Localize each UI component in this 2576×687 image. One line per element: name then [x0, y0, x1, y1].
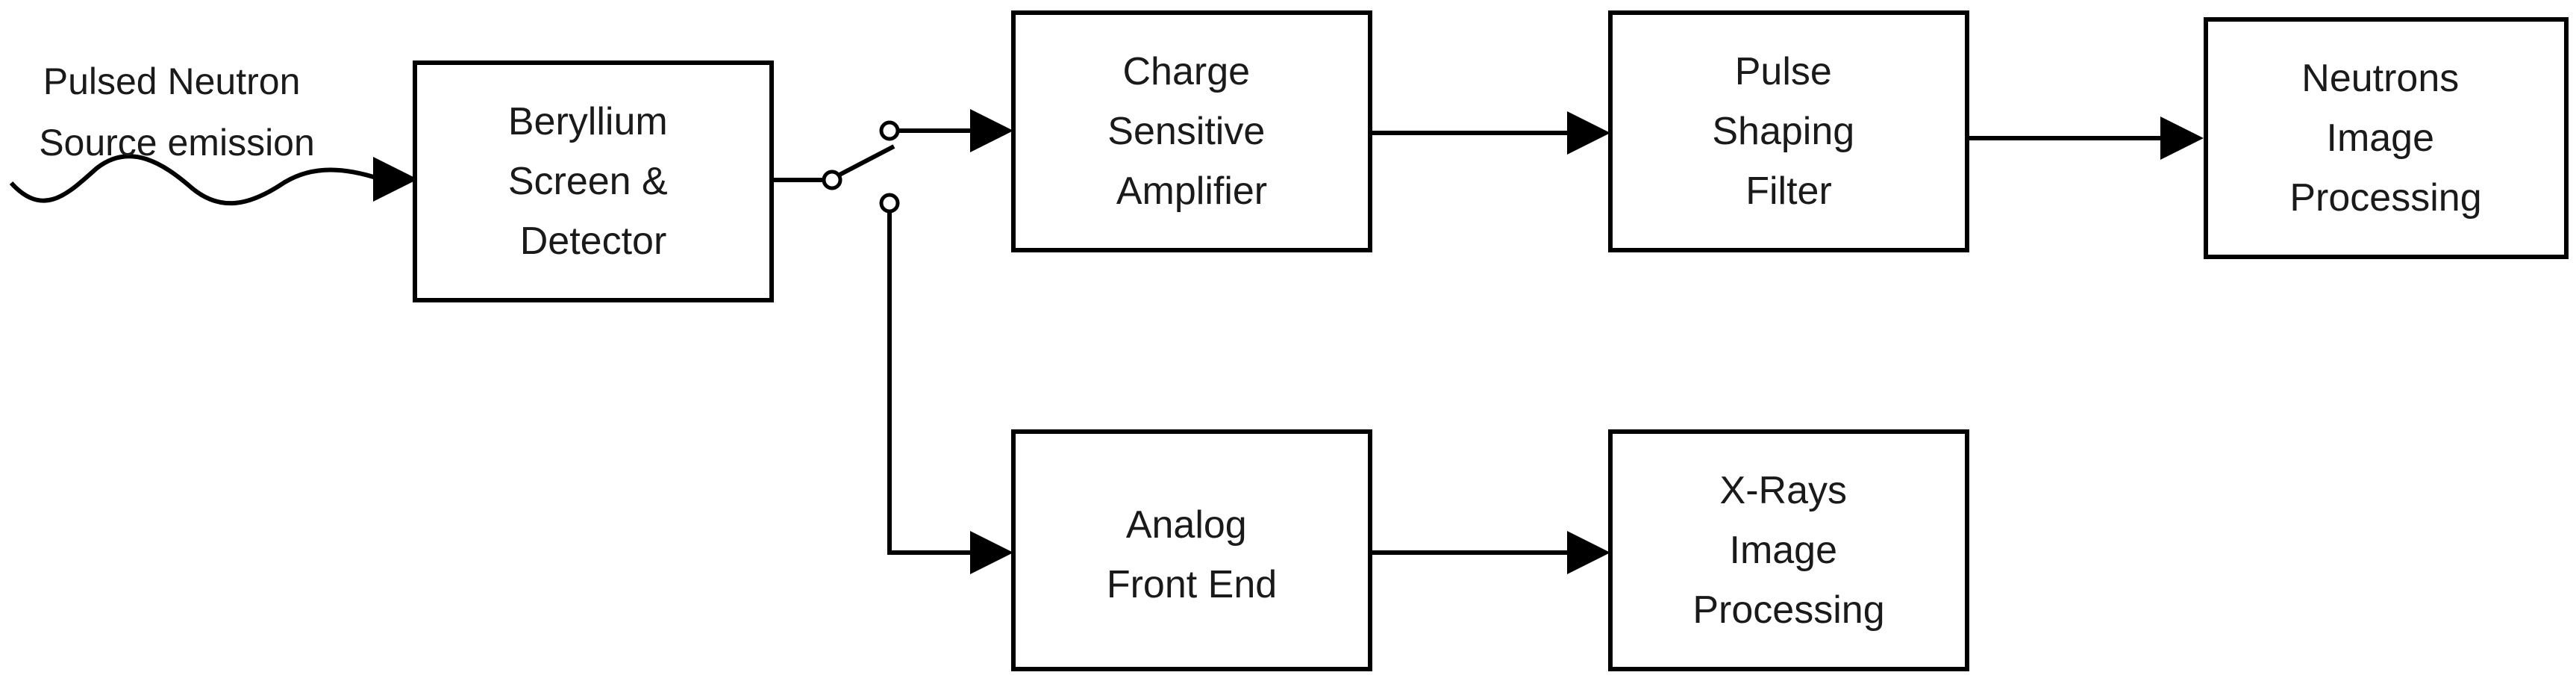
arrowhead-to-psf: [1567, 111, 1610, 155]
arrowhead-to-csa: [970, 109, 1013, 152]
afe-line-2: Front End: [1107, 563, 1277, 606]
neutrons-image-processing-block: [2204, 17, 2569, 259]
pulse-shaping-filter-label: Pulse Shaping Filter: [1712, 50, 1865, 213]
beryllium-line-2: Screen &: [508, 160, 668, 203]
source-label-line-2: Source emission: [39, 122, 315, 164]
charge-sensitive-amplifier-block: [1011, 10, 1372, 252]
pulse-shaping-filter-block: [1608, 10, 1969, 252]
analog-front-end-block: [1011, 429, 1372, 671]
switch-lower-terminal: [879, 193, 900, 214]
xrays-line-1: X-Rays: [1720, 469, 1847, 512]
neutrons-image-processing-label: Neutrons Image Processing: [2289, 57, 2481, 220]
arrowhead-to-afe: [970, 531, 1013, 574]
afe-line-1: Analog: [1126, 503, 1247, 547]
psf-line-2: Shaping: [1712, 110, 1854, 153]
neutrons-line-2: Image: [2327, 116, 2435, 160]
csa-line-1: Charge: [1122, 50, 1250, 93]
csa-line-3: Amplifier: [1116, 170, 1267, 213]
emission-arrowhead: [373, 157, 418, 202]
csa-line-2: Sensitive: [1107, 110, 1265, 153]
neutron-emission-wave: [9, 154, 381, 206]
neutrons-line-3: Processing: [2289, 176, 2481, 220]
wire-switch-to-afe: [887, 211, 974, 555]
arrowhead-to-xrays: [1567, 531, 1610, 574]
analog-front-end-label: Analog Front End: [1107, 503, 1277, 606]
xrays-line-2: Image: [1730, 529, 1838, 572]
beryllium-line-1: Beryllium: [508, 100, 668, 143]
charge-sensitive-amplifier-label: Charge Sensitive Amplifier: [1107, 50, 1275, 213]
switch-pivot-terminal: [822, 170, 842, 190]
xrays-image-processing-label: X-Rays Image Processing: [1692, 469, 1884, 632]
source-label-line-1: Pulsed Neutron: [43, 60, 301, 102]
xrays-image-processing-block: [1608, 429, 1969, 671]
beryllium-line-3: Detector: [520, 220, 667, 263]
switch-upper-terminal: [879, 120, 900, 141]
neutrons-line-1: Neutrons: [2301, 57, 2459, 100]
psf-line-3: Filter: [1745, 170, 1832, 213]
switch-blade: [838, 144, 895, 177]
xrays-line-3: Processing: [1692, 588, 1884, 632]
arrowhead-to-neutrons: [2160, 116, 2204, 160]
psf-line-1: Pulse: [1735, 50, 1832, 93]
source-label: Pulsed Neutron Source emission: [39, 60, 315, 164]
beryllium-detector-label: Beryllium Screen & Detector: [508, 100, 678, 263]
